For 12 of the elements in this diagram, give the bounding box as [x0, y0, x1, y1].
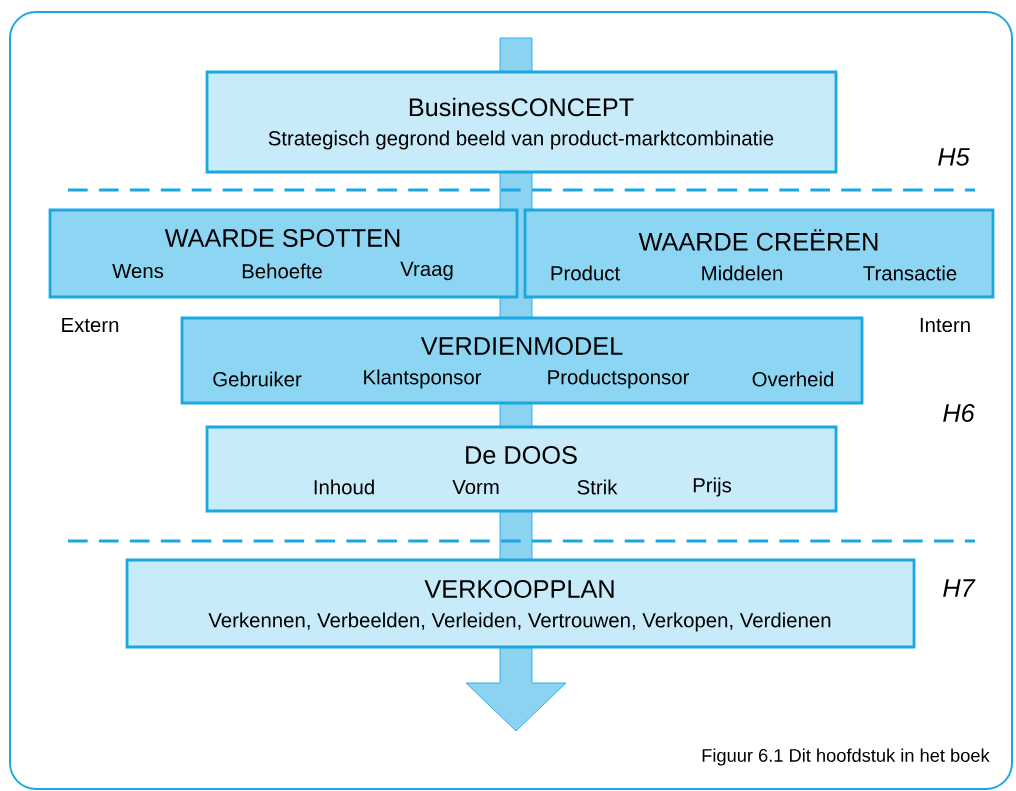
side-label: Extern: [62, 317, 119, 333]
process-box: WAARDE SPOTTEN Wens Behoefte Vraag: [48, 208, 519, 299]
process-box: VERDIENMODEL Gebruiker Klantsponsor Productsponsor Overheid: [180, 316, 864, 405]
chapter-label: H7: [943, 579, 976, 597]
chapter-label: H6: [943, 404, 975, 422]
side-label: Intern: [920, 317, 970, 333]
chapter-label: H5: [938, 148, 970, 166]
process-box: VERKOOPPLAN Verkennen, Verbeelden, Verleiden, Vertrouwen, Verkopen, Verdienen: [125, 558, 916, 649]
process-box: BusinessCONCEPT Strategisch gegrond beeld van product-marktcombinatie: [205, 70, 838, 174]
process-box: De DOOS Inhoud Vorm Strik Prijs: [205, 425, 838, 513]
process-box: WAARDE CREËREN Product Middelen Transactie: [523, 208, 995, 299]
caption: Figuur 6.1 Dit hoofdstuk in het boek: [702, 748, 990, 766]
